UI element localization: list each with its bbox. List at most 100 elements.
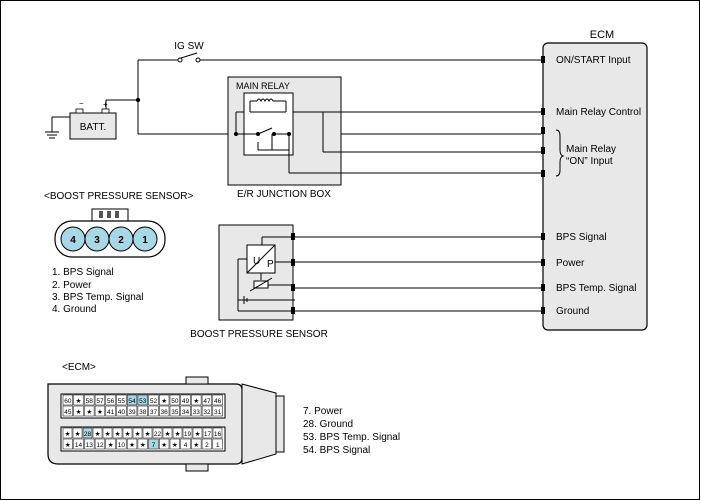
ecm-connector-cell [62,438,73,450]
sensor-pin-list-item: 4. Ground [52,304,96,315]
ecm-connector-pin-label: ★ [193,398,199,405]
ecm-connector-pin-label: 53 [139,398,147,405]
transducer-u: U [253,256,260,267]
ecm-connector-pin-label: 22 [154,431,162,438]
ecm-connector-cell [159,438,170,450]
ecm-connector-cell [126,394,138,406]
sensor-ecm-wires [295,236,541,312]
ecm-connector-cell [142,427,153,439]
ecm-connector-pin-label: ★ [165,431,171,438]
ecm-connector-pin-label: 31 [214,409,222,416]
ecm-connector-cell [84,438,95,450]
ecm-connector-pin-label: 4 [184,442,188,449]
ecm-connector-pin-label: 36 [161,409,169,416]
ecm-connector-pin-label: 12 [96,442,104,449]
ecm-connector-pin-label: 33 [193,409,201,416]
ecm-connector-icon [47,376,285,472]
ecm-connector-pin-label: 54 [128,398,136,405]
ecm-connector-cell [212,394,223,406]
ecm-connector-pin-label: 13 [86,442,94,449]
ecm-connector-cell [201,438,213,450]
ecm-connector-pin-label: 45 [64,409,72,416]
ecm-connector-cell [84,394,95,406]
sensor-pin-list-item: 3. BPS Temp. Signal [52,292,144,303]
ecm-connector-cell [112,427,123,439]
ecm-pin-main-relay-on-line1: Main Relay [566,144,616,155]
ecm-connector-pin-label: 52 [150,398,158,405]
ecm-pin-main-relay-control: Main Relay Control [556,107,641,118]
ecm-connector-pin-label: ★ [135,431,141,438]
ecm-connector-pin-label: 49 [182,398,190,405]
boost-sensor-title: <BOOST PRESSURE SENSOR> [44,191,193,202]
ecm-connector-pin-label: ★ [108,442,114,449]
ecm-connector-cell [162,427,173,439]
ecm-connector-cell [212,405,223,417]
ecm-connector-cell [137,394,148,406]
battery-label: BATT. [80,122,106,133]
battery-ground-icon [45,116,70,139]
ecm-connector-pin-label: ★ [195,431,201,438]
ecm-connector-cell [180,394,191,406]
ecm-connector-cell [191,438,202,450]
ecm-connector-pin-label: 41 [107,409,115,416]
ecm-connector-pin-label: ★ [193,442,199,449]
ecm-connector-pin-label: ★ [140,442,146,449]
ecm-connector-cell [82,427,93,439]
ecm-connector-cell [132,427,143,439]
ecm-connector-cell [159,394,170,406]
ecm-pin-main-relay-on-line2: “ON” Input [566,156,613,167]
ecm-connector-cell [102,427,113,439]
ecm-connector-pin-label: ★ [105,431,111,438]
ecm-connector-pin-label: ★ [95,431,101,438]
ecm-connector-pin-label: 35 [171,409,179,416]
connector-pin-4: 4 [70,235,76,246]
ecm-connector-pin-label: 38 [139,409,147,416]
relay-contacts [235,111,541,174]
ecm-pin-on-start: ON/START Input [556,55,631,66]
ecm-connector-cell [169,394,180,406]
ecm-connector-cell [182,427,193,439]
ecm-connector-pin-label: ★ [115,431,121,438]
ecm-connector-cell [116,394,127,406]
ecm-connector-cell [116,405,127,417]
thermistor-icon [249,277,273,292]
ecm-connector-pin-label: 47 [203,398,211,405]
main-relay-box [243,92,294,156]
ecm-connector-pin-label: ★ [75,431,81,438]
ecm-connector-cell [169,438,180,450]
relay-coil-icon [249,98,287,113]
ecm-connector-pin-label: 32 [203,409,211,416]
ecm-connector-cell [62,394,73,406]
ecm-pin-list-item: 28. Ground [303,419,353,430]
ecm-connector-pin-label: 17 [204,431,212,438]
ecm-connector-cell [137,405,148,417]
ecm-connector-pin-label: 60 [64,398,72,405]
battery-terminal-pos [101,108,110,114]
ecm-connector-pin-label: 55 [118,398,126,405]
ecm-connector-pin-label: 2 [205,442,209,449]
ecm-connector-pin-label: 56 [107,398,115,405]
sensor-pin-list-item: 1. BPS Signal [52,267,114,278]
ecm-connector-title: <ECM> [62,362,96,373]
ecm-connector-cell [116,438,127,450]
battery-terminal-neg [75,108,84,114]
ecm-connector-pin-label: 34 [182,409,190,416]
ecm-connector-cell [201,405,213,417]
ecm-connector-cell [169,405,180,417]
ecm-connector-pin-label: 7 [152,442,156,449]
ecm-connector-cell [62,427,73,439]
ecm-title: ECM [590,29,614,41]
ecm-connector-cell [202,427,213,439]
boost-sensor-caption: BOOST PRESSURE SENSOR [190,329,328,340]
ig-sw-label: IG SW [174,41,204,52]
brace-icon [555,129,565,177]
ecm-connector-pin-label: ★ [161,442,167,449]
ecm-connector-cell [148,394,159,406]
ecm-connector-cell [105,405,116,417]
ecm-connector-cell [212,427,223,439]
ecm-connector-pin-label: ★ [97,409,103,416]
ecm-connector-pin-label: 14 [75,442,83,449]
